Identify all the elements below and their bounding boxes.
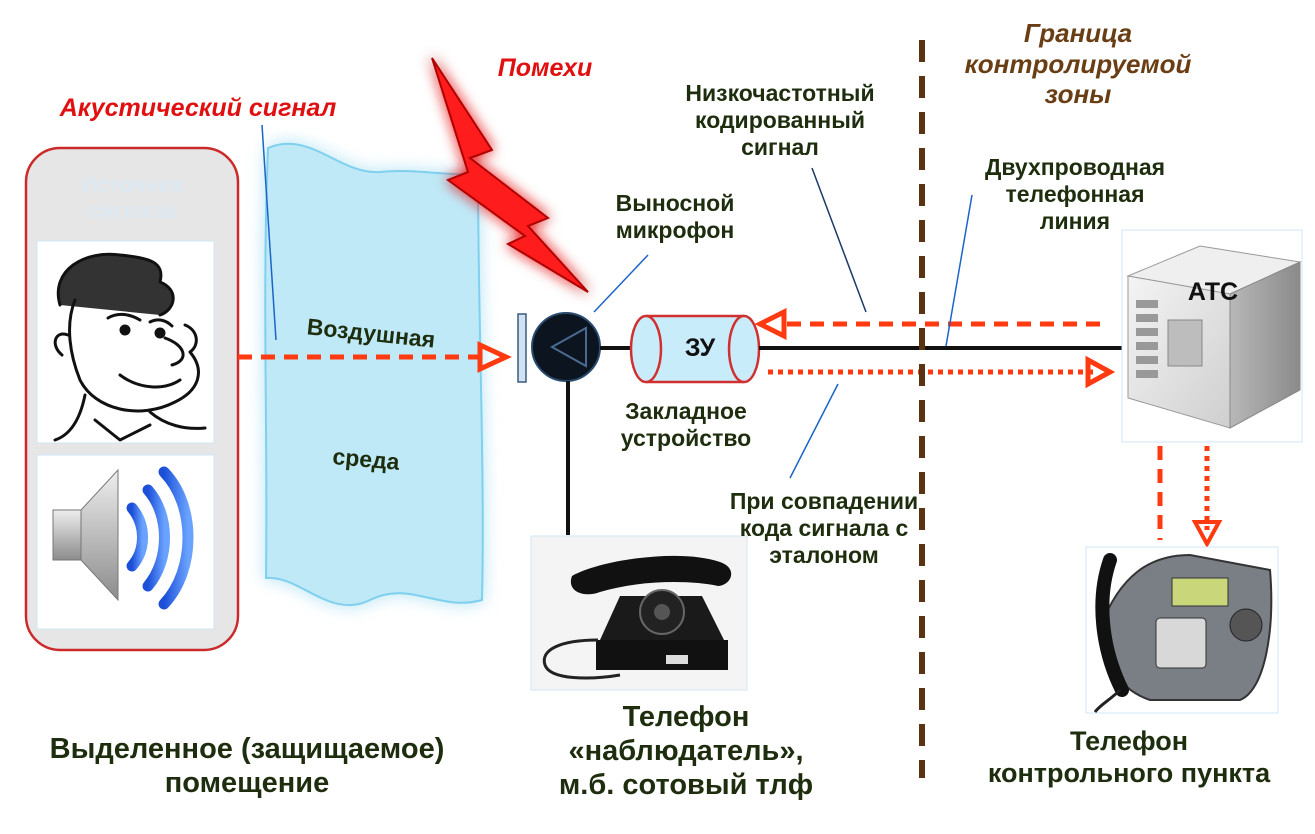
pbx-icon [1121, 229, 1303, 443]
air-medium-panel [264, 142, 484, 607]
callout-lowfreq [811, 167, 867, 313]
callout-acoustic [261, 124, 277, 341]
acoustic-signal-label: Акустический сигнал [59, 94, 337, 122]
microphone-icon [531, 312, 601, 382]
pbx-down-arrowhead [1191, 520, 1223, 549]
observer-phone-icon [530, 535, 748, 691]
acoustic-arrowhead [477, 341, 512, 373]
mic-plate [517, 313, 527, 383]
callout-match [789, 383, 839, 479]
mic-triangle [549, 326, 587, 368]
interference-label: Помехи [497, 54, 593, 82]
observer-phone-label: Телефон «наблюдатель», м.б. сотовый тлф [558, 701, 814, 802]
callout-twowire [945, 194, 973, 347]
twowire-label: Двухпроводная телефонная линия [984, 154, 1166, 235]
on-match-label: При совпадении кода сигнала с эталоном [729, 488, 919, 569]
source-label: Источник сигнала [80, 172, 184, 223]
lowfreq-label: Низкочастотный кодированный сигнал [685, 80, 875, 161]
callout-mic [593, 254, 649, 313]
person-icon [53, 252, 207, 442]
lightning-icon [431, 57, 589, 293]
control-phone-icon [1085, 546, 1279, 714]
pbx-label: АТС [1187, 278, 1239, 306]
zone-border-label: Граница контролируемой зоны [964, 18, 1192, 110]
bug-device-label: Закладное устройство [620, 398, 752, 452]
remote-mic-label: Выносной микрофон [615, 190, 735, 244]
forward-arrowhead [1085, 355, 1116, 389]
room-label: Выделенное (защищаемое) помещение [49, 733, 445, 800]
speaker-icon [52, 466, 194, 610]
bug-short-label: ЗУ [684, 334, 716, 362]
control-phone-label: Телефон контрольного пункта [987, 726, 1271, 788]
return-arrowhead [754, 307, 787, 341]
